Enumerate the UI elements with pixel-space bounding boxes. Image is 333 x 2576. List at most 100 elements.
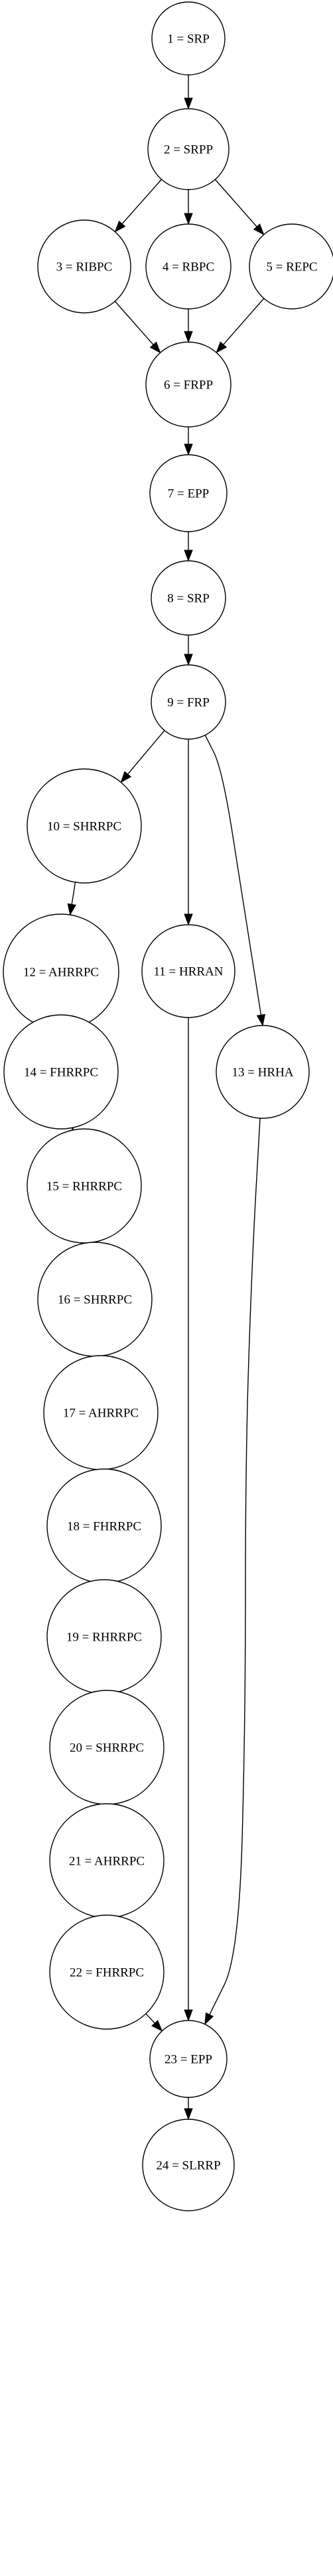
edge-n2-to-n5 xyxy=(214,179,265,236)
node-n10: 10 = SHRRPC xyxy=(27,768,142,884)
arrow-head-icon xyxy=(204,2012,214,2025)
node-n15: 15 = RHRRPC xyxy=(27,1128,142,1244)
node-n24: 24 = SLRRP xyxy=(142,2119,235,2211)
node-label: 24 = SLRRP xyxy=(156,2159,220,2173)
node-label: 3 = RIBPC xyxy=(56,261,113,274)
edge-line xyxy=(127,730,165,775)
node-label: 18 = FHRRPC xyxy=(67,1520,141,1534)
edge-n6-to-n7 xyxy=(184,427,193,456)
arrow-head-icon xyxy=(114,220,126,233)
arrow-head-icon xyxy=(67,903,76,916)
edge-n2-to-n4 xyxy=(184,190,193,225)
node-label: 7 = EPP xyxy=(168,487,209,501)
node-circle xyxy=(151,560,226,636)
node-label: 20 = SHRRPC xyxy=(70,1741,144,1755)
node-circle xyxy=(147,108,230,190)
edge-n5-to-n6 xyxy=(216,298,265,353)
node-circle xyxy=(149,454,228,532)
node-n23: 23 = EPP xyxy=(149,2020,228,2098)
node-label: 13 = HRHA xyxy=(232,1066,293,1080)
arrow-head-icon xyxy=(184,443,193,456)
node-n8: 8 = SRP xyxy=(151,560,226,636)
node-circle xyxy=(27,768,142,884)
arrow-head-icon xyxy=(256,1014,266,1027)
node-n13: 13 = HRHA xyxy=(216,1025,310,1119)
node-circle xyxy=(149,2020,228,2098)
node-n2: 2 = SRPP xyxy=(147,108,230,190)
edge-n7-to-n8 xyxy=(184,532,193,562)
node-n19: 19 = RHRRPC xyxy=(46,1579,162,1694)
arrow-head-icon xyxy=(184,97,193,110)
node-n11: 11 = HRRAN xyxy=(141,924,235,1018)
node-label: 11 = HRRAN xyxy=(153,965,223,979)
node-label: 23 = EPP xyxy=(165,2053,212,2067)
edge-line xyxy=(214,179,257,227)
arrow-head-icon xyxy=(184,913,193,926)
node-circle xyxy=(151,1,226,76)
node-circle xyxy=(37,219,131,314)
arrow-head-icon xyxy=(151,2020,163,2032)
edge-line xyxy=(209,1118,261,2015)
node-circle xyxy=(249,223,333,310)
node-circle xyxy=(3,1014,119,1130)
edge-n9-to-n10 xyxy=(120,730,165,784)
arrow-head-icon xyxy=(253,223,265,236)
node-label: 19 = RHRRPC xyxy=(66,1631,142,1645)
node-circle xyxy=(141,924,235,1018)
node-n16: 16 = SHRRPC xyxy=(37,1242,153,1357)
arrow-head-icon xyxy=(184,213,193,225)
node-n14: 14 = FHRRPC xyxy=(3,1014,119,1130)
edge-line xyxy=(204,734,262,1016)
node-label: 6 = FRPP xyxy=(164,379,213,392)
edge-line xyxy=(121,179,163,225)
arrow-head-icon xyxy=(184,2108,193,2121)
node-circle xyxy=(151,664,226,740)
node-label: 15 = RHRRPC xyxy=(46,1180,122,1194)
node-circle xyxy=(142,2119,235,2211)
edge-n9-to-n13 xyxy=(204,734,266,1027)
edge-n2-to-n3 xyxy=(114,179,163,233)
edge-n8-to-n9 xyxy=(184,635,193,666)
node-label: 10 = SHRRPC xyxy=(47,820,121,834)
node-label: 16 = SHRRPC xyxy=(58,1293,132,1307)
node-label: 2 = SRPP xyxy=(164,143,213,157)
node-circle xyxy=(145,341,232,428)
node-label: 5 = REPC xyxy=(266,261,317,274)
node-n5: 5 = REPC xyxy=(249,223,333,310)
edge-line xyxy=(145,2013,155,2024)
node-n22: 22 = FHRRPC xyxy=(49,1914,165,2030)
node-label: 8 = SRP xyxy=(167,592,210,606)
node-label: 21 = AHRRPC xyxy=(69,1855,145,1869)
edge-line xyxy=(114,301,154,345)
node-n21: 21 = AHRRPC xyxy=(49,1803,165,1918)
edge-line xyxy=(71,882,76,905)
node-n4: 4 = RBPC xyxy=(145,223,232,310)
node-label: 22 = FHRRPC xyxy=(70,1966,144,1980)
edge-line xyxy=(223,298,265,345)
arrow-head-icon xyxy=(216,341,228,353)
node-n7: 7 = EPP xyxy=(149,454,228,532)
node-n9: 9 = FRP xyxy=(151,664,226,740)
arrow-head-icon xyxy=(184,331,193,343)
node-n1: 1 = SRP xyxy=(151,1,226,76)
node-label: 14 = FHRRPC xyxy=(24,1066,98,1080)
node-label: 9 = FRP xyxy=(167,696,210,710)
arrow-head-icon xyxy=(184,654,193,666)
edge-n3-to-n6 xyxy=(114,301,161,354)
edge-n13-to-n23 xyxy=(204,1118,261,2025)
node-circle xyxy=(49,1914,165,2030)
edge-n23-to-n24 xyxy=(184,2097,193,2121)
node-n20: 20 = SHRRPC xyxy=(49,1690,165,1805)
edge-n9-to-n11 xyxy=(184,739,193,926)
node-label: 17 = AHRRPC xyxy=(63,1407,139,1421)
edge-n10-to-n12 xyxy=(67,882,76,916)
edge-n11-to-n23 xyxy=(184,1018,193,2022)
arrow-head-icon xyxy=(149,341,161,354)
node-circle xyxy=(216,1025,310,1119)
edge-n1-to-n2 xyxy=(184,75,193,110)
node-n18: 18 = FHRRPC xyxy=(46,1468,162,1584)
node-n6: 6 = FRPP xyxy=(145,341,232,428)
node-label: 1 = SRP xyxy=(167,32,210,46)
node-label: 4 = RBPC xyxy=(163,261,214,274)
